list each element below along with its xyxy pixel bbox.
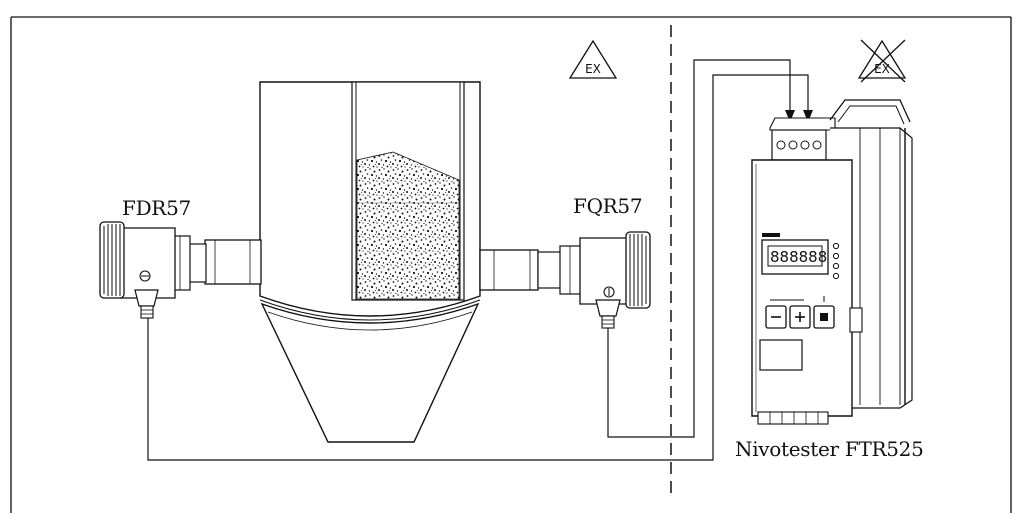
frame [10,16,1012,513]
non-ex-zone-symbol: EX [857,39,907,83]
svg-text:888888: 888888 [770,248,827,266]
fdr57-sensor [99,221,262,319]
wiring [147,59,809,461]
fdr57-label: FDR57 [122,196,191,220]
non-ex-zone-text: EX [874,62,890,76]
fqr57-cable [607,59,791,438]
cable-arrow-1 [785,110,795,122]
ex-zone-symbol: EX [568,39,618,79]
nivotester-ftr525: 888888 [751,99,913,425]
bulk-material [356,151,460,300]
ex-zone-text: EX [585,62,601,76]
fdr57-cable [147,74,809,461]
nivotester-label: Nivotester FTR525 [735,437,924,461]
fqr57-sensor [479,231,651,329]
silo-cone [260,302,480,443]
controller-label-plate [759,339,803,371]
fqr57-label: FQR57 [573,194,643,218]
silo [259,81,481,443]
cable-arrow-2 [803,110,813,122]
